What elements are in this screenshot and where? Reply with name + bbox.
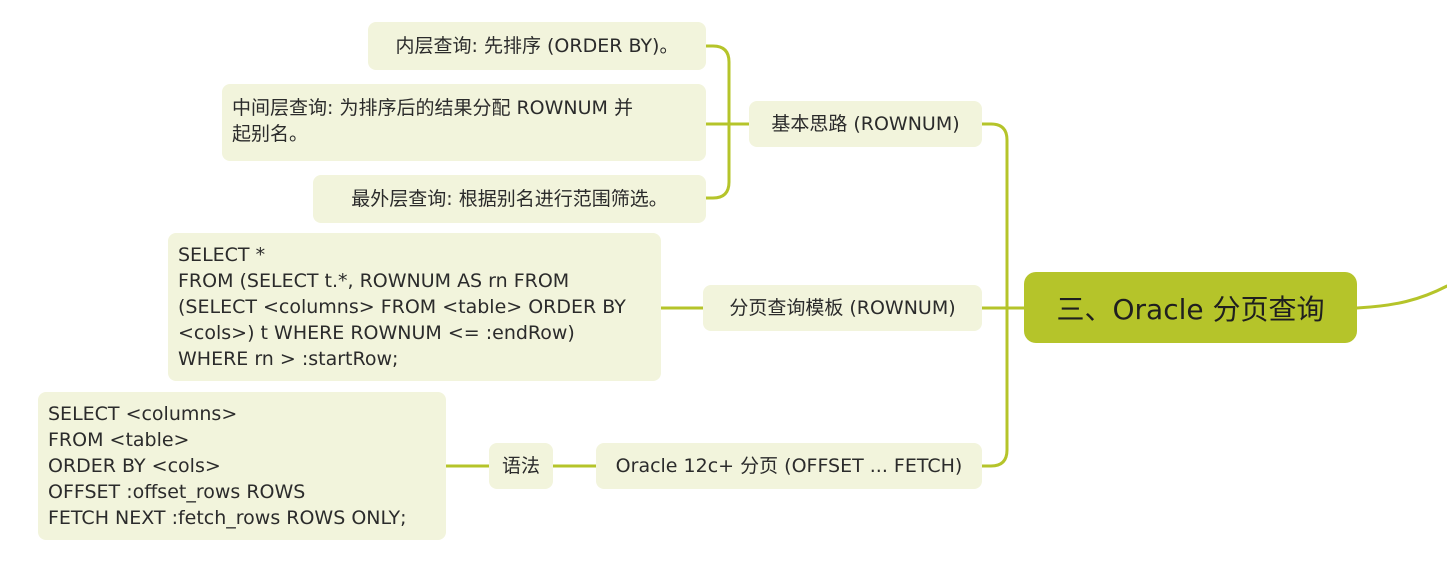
connector-level1-bottom <box>980 306 1009 468</box>
code-line: (SELECT <columns> FROM <table> ORDER BY <box>178 296 626 318</box>
code-line: WHERE rn > :startRow; <box>178 348 399 370</box>
code-line: ORDER BY <cols> <box>48 455 221 477</box>
branch-basic-label: 基本思路 (ROWNUM) <box>771 113 960 135</box>
template-code-node[interactable]: SELECT * FROM (SELECT t.*, ROWNUM AS rn … <box>168 233 661 381</box>
connector-level1-bracket <box>980 122 1009 310</box>
syntax-node[interactable]: 语法 <box>489 443 553 489</box>
branch-oracle12c-node[interactable]: Oracle 12c+ 分页 (OFFSET ... FETCH) <box>596 443 982 489</box>
oracle12c-code-node[interactable]: SELECT <columns> FROM <table> ORDER BY <… <box>38 392 446 540</box>
branch-basic-node[interactable]: 基本思路 (ROWNUM) <box>749 101 982 147</box>
basic-child-label: 最外层查询: 根据别名进行范围筛选。 <box>351 188 668 210</box>
code-line: FETCH NEXT :fetch_rows ROWS ONLY; <box>48 507 407 529</box>
code-line: OFFSET :offset_rows ROWS <box>48 481 306 503</box>
code-line: FROM <table> <box>48 429 190 451</box>
basic-child-line: 中间层查询: 为排序后的结果分配 ROWNUM 并 <box>232 97 633 119</box>
root-label: 三、Oracle 分页查询 <box>1056 292 1325 326</box>
branch-oracle12c-label: Oracle 12c+ 分页 (OFFSET ... FETCH) <box>615 455 963 477</box>
basic-child-outer-query[interactable]: 最外层查询: 根据别名进行范围筛选。 <box>313 175 706 223</box>
code-line: <cols>) t WHERE ROWNUM <= :endRow) <box>178 322 575 344</box>
branch-template-label: 分页查询模板 (ROWNUM) <box>729 297 956 319</box>
branch-template-node[interactable]: 分页查询模板 (ROWNUM) <box>703 285 982 331</box>
basic-child-label: 内层查询: 先排序 (ORDER BY)。 <box>395 35 679 57</box>
connector-root-right <box>1355 284 1447 310</box>
basic-child-line: 起别名。 <box>232 123 309 145</box>
syntax-label: 语法 <box>501 455 540 477</box>
code-line: FROM (SELECT t.*, ROWNUM AS rn FROM <box>178 270 570 292</box>
basic-child-inner-query[interactable]: 内层查询: 先排序 (ORDER BY)。 <box>368 22 706 70</box>
code-line: SELECT * <box>178 244 266 266</box>
connector-basic-top <box>704 44 731 126</box>
basic-child-middle-query[interactable]: 中间层查询: 为排序后的结果分配 ROWNUM 并 起别名。 <box>222 84 706 161</box>
root-node[interactable]: 三、Oracle 分页查询 <box>1024 272 1357 343</box>
connector-basic-bottom <box>704 122 731 200</box>
code-line: SELECT <columns> <box>48 403 238 425</box>
